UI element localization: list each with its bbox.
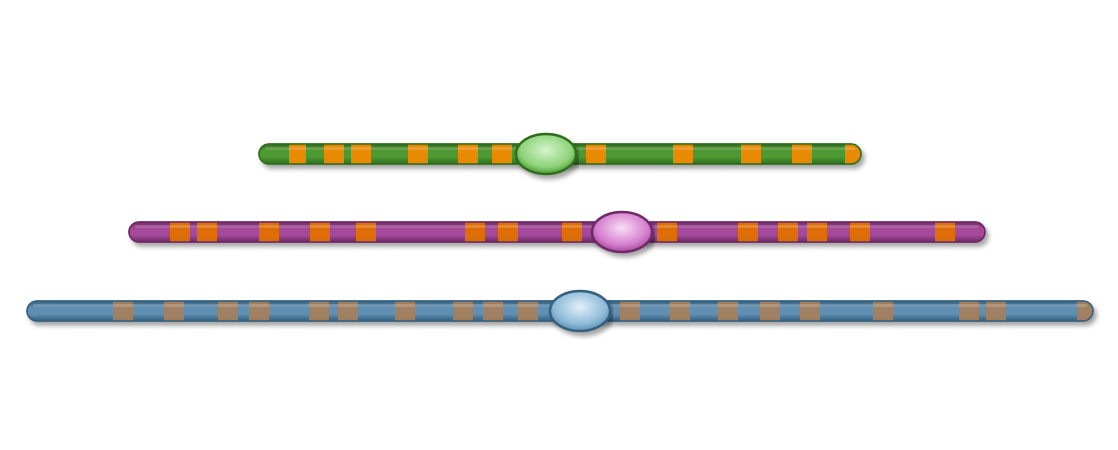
chromosome-band [289,144,306,164]
chromosome-band [164,301,184,321]
chromosome-band [465,222,485,242]
chromosome-band [113,301,133,321]
chromosome-band [850,222,870,242]
chromosome-band [935,222,955,242]
centromere [590,210,654,254]
chromosome-band [310,222,330,242]
centromere [514,132,578,176]
chromosome-band [249,301,269,321]
centromere [548,289,612,333]
band-group [289,144,861,164]
chromosome-band [395,301,415,321]
chromosome-band [338,301,358,321]
chromosome-band [518,301,538,321]
chromosome-group [26,132,1094,333]
chromosome-band [356,222,376,242]
band-group [170,222,955,242]
chromosome-band [1077,301,1093,321]
chromosome-band [738,222,758,242]
chromosome-band [408,144,428,164]
chromosome-band [620,301,640,321]
chromosome-band [670,301,690,321]
chromosome-band [845,144,861,164]
chromosome-band [197,222,217,242]
chromosome-band [800,301,820,321]
chromosome-band [741,144,761,164]
chromosome-band [483,301,503,321]
chromosome-band [586,144,606,164]
chromosome-3 [26,289,1094,333]
chromosome-band [458,144,478,164]
chromosome-band [778,222,798,242]
chromosome-highlight [135,225,979,228]
chromosome-band [324,144,344,164]
chromosome-band [807,222,827,242]
chromosome-band [959,301,979,321]
chromosome-band [259,222,279,242]
chromosome-band [986,301,1006,321]
chromosome-band [218,301,238,321]
chromosome-band [673,144,693,164]
chromosome-band [562,222,582,242]
chromosome-band [792,144,812,164]
chromosome-band [492,144,512,164]
chromosome-band [498,222,518,242]
chromosome-2 [128,210,986,254]
chromosome-1 [258,132,862,176]
chromosome-band [309,301,329,321]
chromosome-band [760,301,780,321]
chromosome-band [873,301,893,321]
chromosome-band [718,301,738,321]
chromosome-outline [128,221,986,243]
chromosome-band [351,144,371,164]
band-group [113,301,1093,321]
chromosome-band [453,301,473,321]
chromosome-band [170,222,190,242]
chromosome-band [657,222,677,242]
